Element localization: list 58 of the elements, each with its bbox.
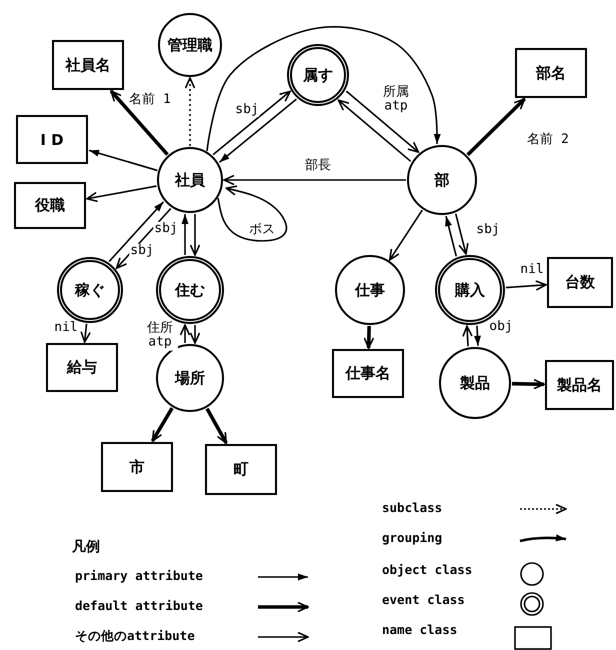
name-class-box: 社員名 [52,40,124,90]
arrow [388,210,423,261]
arrow [190,325,200,344]
arrow [180,324,190,343]
object-class-circle: 部 [407,145,477,215]
name-class-box: 給与 [46,343,118,392]
arrow [462,325,473,346]
legend-text: name class [382,622,458,637]
subclass-arrow [184,77,196,146]
arrow [88,150,158,172]
arrow [474,326,481,346]
legend-text: subclass [382,500,442,515]
object-class-circle: 社員 [157,147,223,213]
event-class-circle: 属す [287,44,349,106]
legend-text: object class [382,562,472,577]
arrow [80,324,91,343]
arrow [223,174,406,186]
name-class-box: 仕事名 [332,349,404,398]
name-class-box: 町 [205,444,277,495]
edge-label: ボス [248,222,276,238]
legend-text: event class [382,592,465,607]
arrow [512,378,545,390]
legend-text: primary attribute [75,568,203,583]
arrow [338,99,412,162]
arrow [108,201,164,262]
arrow [205,408,228,444]
name-class-box: I D [16,115,88,164]
edge-label: sbj [234,102,260,118]
arrow [212,90,291,156]
arrow [206,26,441,152]
legend-text: その他のattribute [75,628,195,645]
arrow [86,185,157,202]
arrow [466,98,526,156]
arrow [506,280,547,291]
arrow [454,213,469,255]
name-class-box: 台数 [547,257,613,308]
name-class-box: 市 [101,442,173,492]
edge-label: 名前 2 [526,132,570,148]
legend-text: grouping [382,530,442,545]
name-class-box: 役職 [14,182,86,229]
arrow [182,214,188,255]
object-class-circle: 管理職 [158,13,222,77]
arrow [190,214,200,256]
edge-label: 名前 1 [128,92,172,108]
object-class-circle: 仕事 [335,255,405,325]
arrow [218,98,297,163]
name-class-box: 部名 [515,48,587,98]
object-class-circle: 製品 [439,347,511,419]
arrow [110,90,169,156]
arrow [364,326,374,349]
legend-text: default attribute [75,598,203,613]
name-class-box: 製品名 [545,360,614,410]
arrow [346,90,420,153]
legend-heading: 凡例 [72,538,100,556]
arrow [217,185,288,242]
edge-label: 部長 [304,158,332,174]
arrow [150,407,174,442]
arrow [445,216,458,257]
